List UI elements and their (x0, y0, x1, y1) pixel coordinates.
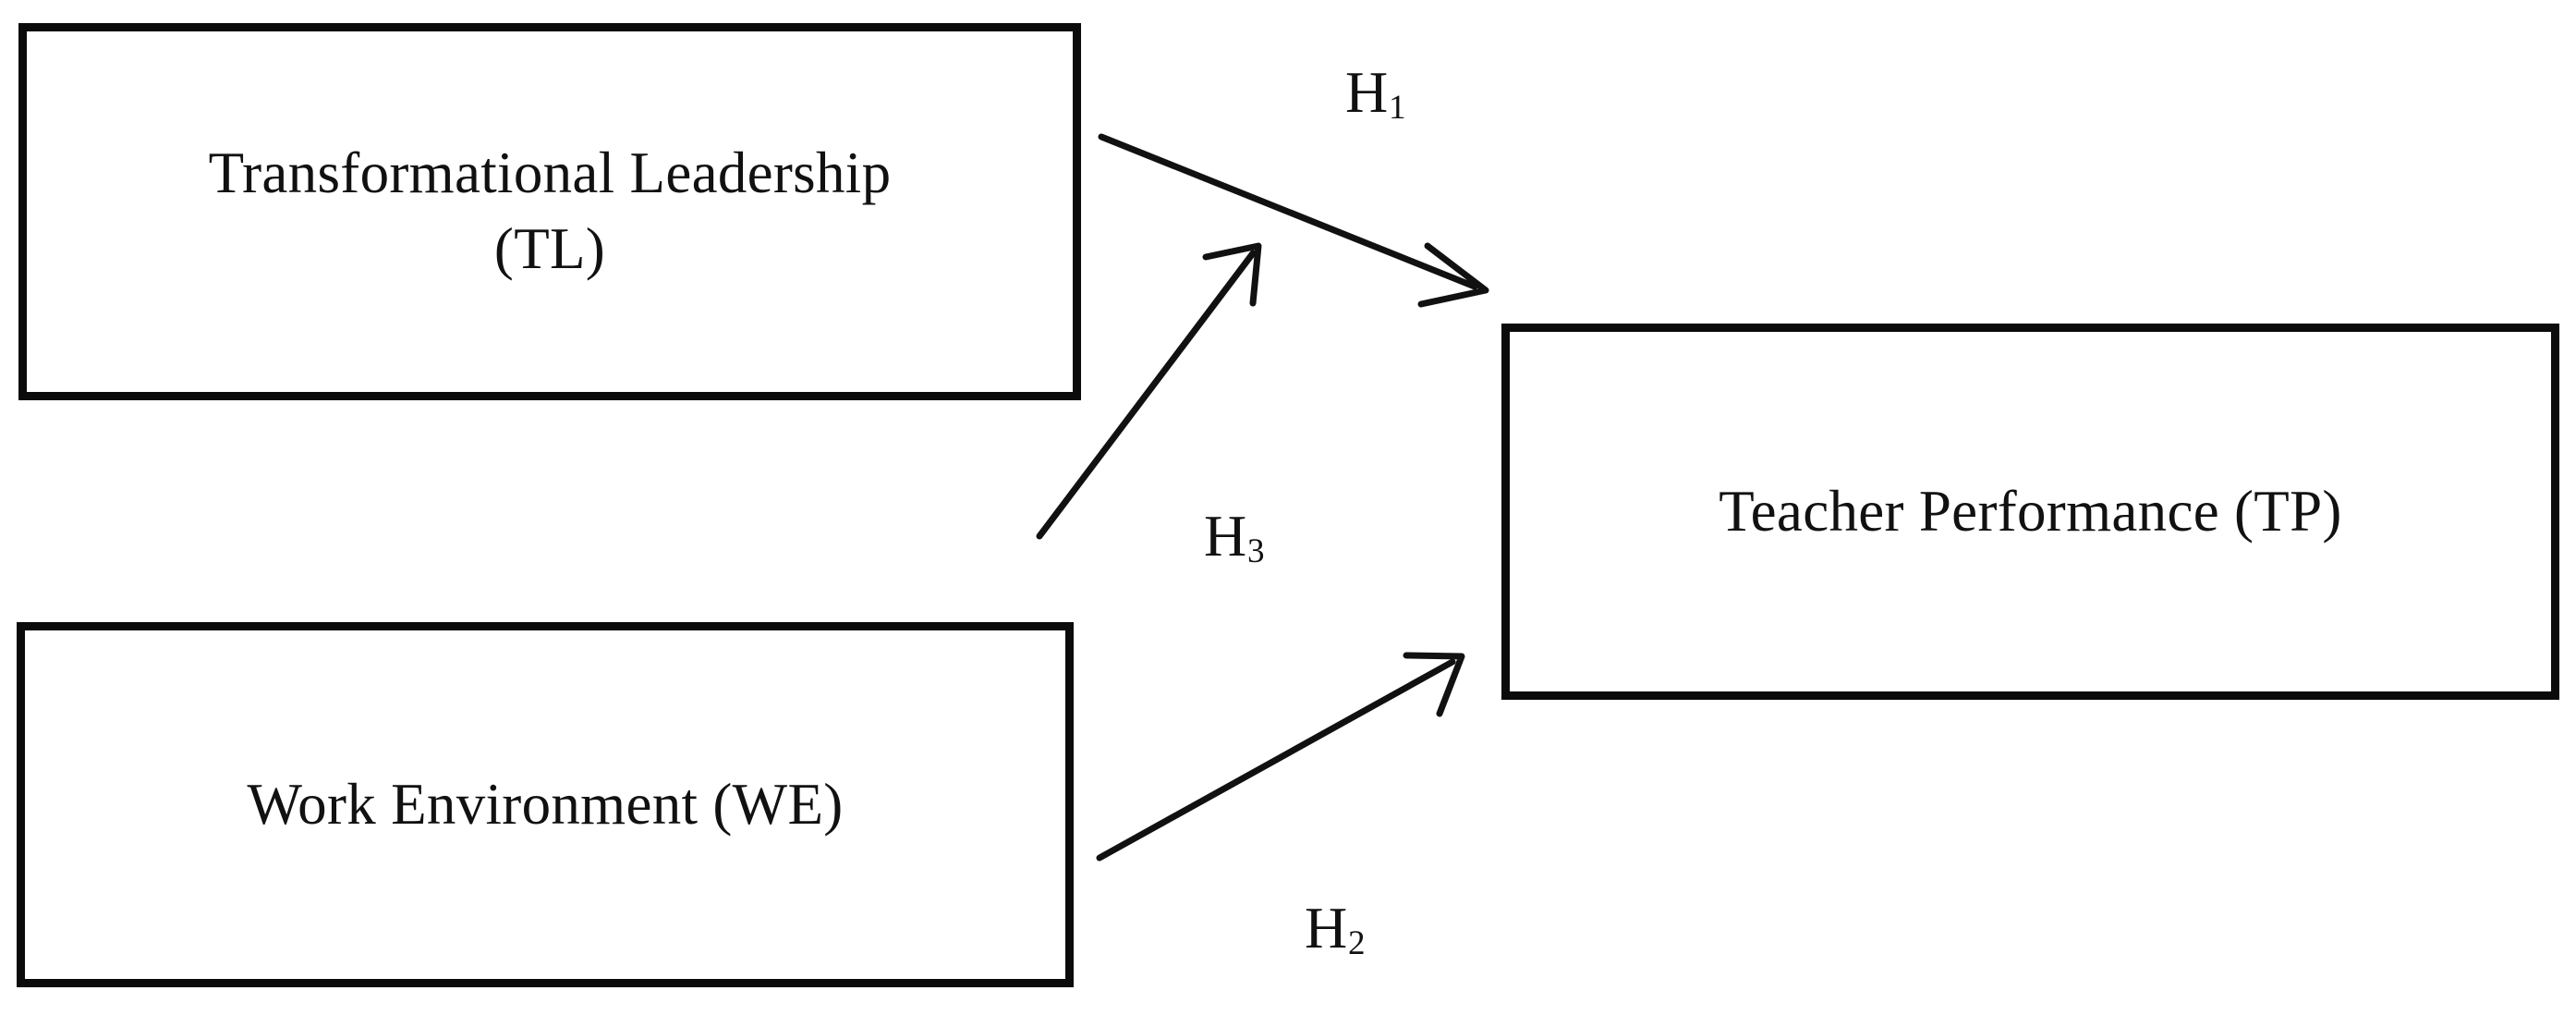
hypothesis-label-h1: H1 (1345, 63, 1406, 126)
hypothesis-h1-subscript: 1 (1388, 89, 1406, 128)
node-label-work-environment: Work Environment (WE) (247, 771, 844, 837)
node-box-transformational-leadership: Transformational Leadership (TL) (18, 23, 1081, 400)
hypothesis-label-h3: H3 (1204, 507, 1265, 569)
hypothesis-h2-base: H (1305, 895, 1348, 960)
node-box-work-environment: Work Environment (WE) (17, 622, 1074, 987)
node-box-teacher-performance: Teacher Performance (TP) (1501, 324, 2559, 700)
hypothesis-label-h2: H2 (1305, 899, 1366, 961)
hypothesis-h3-subscript: 3 (1246, 532, 1265, 571)
node-label-transformational-leadership: Transformational Leadership (TL) (208, 141, 892, 281)
arrow-h1 (1098, 133, 1489, 308)
node-label-teacher-performance: Teacher Performance (TP) (1719, 478, 2342, 544)
hypothesis-h1-base: H (1345, 59, 1389, 125)
hypothesis-h2-subscript: 2 (1347, 924, 1366, 963)
arrow-h2 (1096, 652, 1465, 862)
hypothesis-h3-base: H (1204, 503, 1247, 569)
